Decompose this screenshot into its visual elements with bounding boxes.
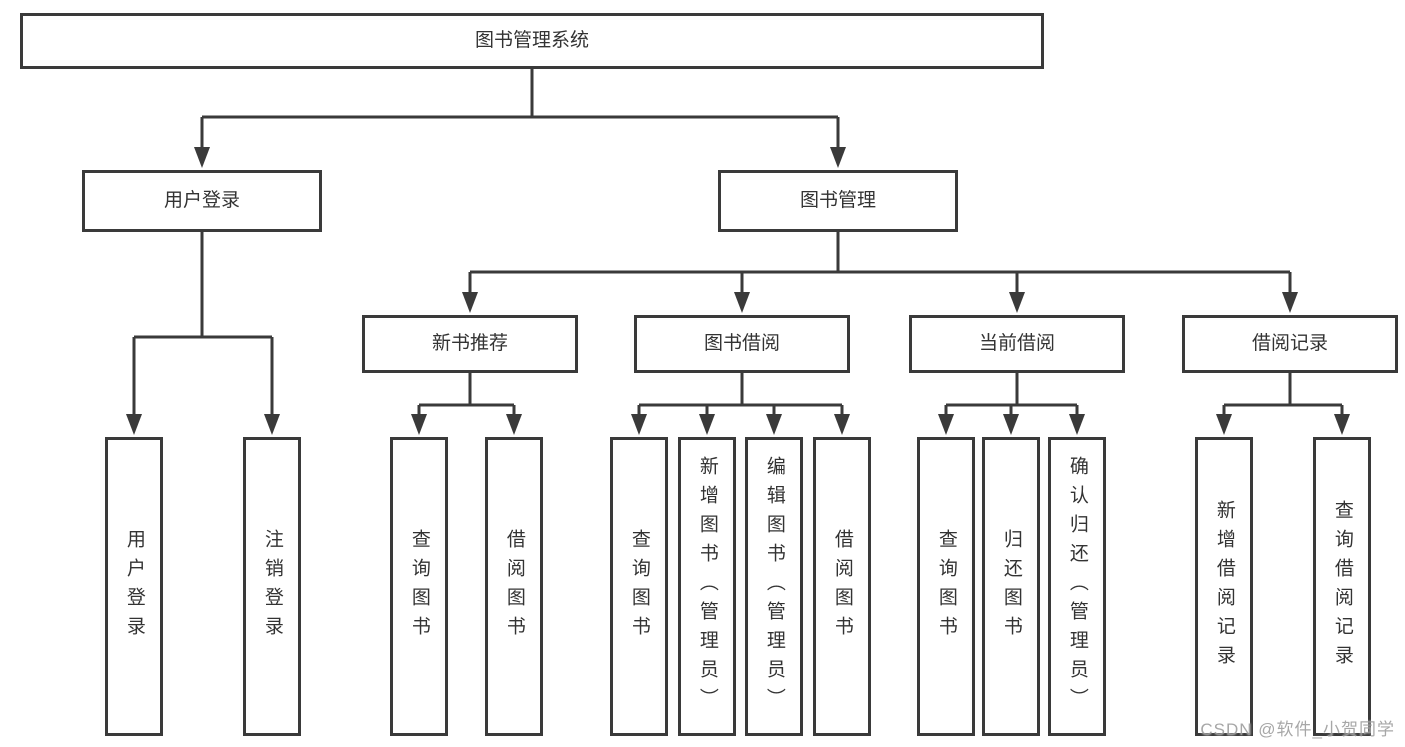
leaf-return-books: 归还图书 — [982, 437, 1040, 736]
leaf-query-books-current: 查询图书 — [917, 437, 975, 736]
connector-new-book-branch — [411, 373, 522, 435]
leaf-add-borrow-record: 新增借阅记录 — [1195, 437, 1253, 736]
node-book-borrowing: 图书借阅 — [634, 315, 850, 373]
arrowhead-icon — [264, 414, 280, 435]
arrowhead-icon — [834, 414, 850, 435]
leaf-borrow-books: 借阅图书 — [813, 437, 871, 736]
arrowhead-icon — [411, 414, 427, 435]
arrowhead-icon — [938, 414, 954, 435]
node-borrow-records: 借阅记录 — [1182, 315, 1398, 373]
node-current-borrowing: 当前借阅 — [909, 315, 1125, 373]
connector-borrow-records-branch — [1216, 373, 1350, 435]
connector-book-management-branch — [462, 232, 1298, 313]
node-new-book-recommend: 新书推荐 — [362, 315, 578, 373]
leaf-logout: 注销登录 — [243, 437, 301, 736]
arrowhead-icon — [631, 414, 647, 435]
connector-root-branch — [194, 69, 846, 168]
arrowhead-icon — [1009, 292, 1025, 313]
node-root: 图书管理系统 — [20, 13, 1044, 69]
leaf-add-book-admin: 新增图书（管理员） — [678, 437, 736, 736]
csdn-watermark: CSDN @软件_小贺同学 — [1200, 720, 1395, 739]
leaf-query-books-borrowing: 查询图书 — [610, 437, 668, 736]
leaf-user-login: 用户登录 — [105, 437, 163, 736]
leaf-query-borrow-record: 查询借阅记录 — [1313, 437, 1371, 736]
leaf-borrow-books-recommend: 借阅图书 — [485, 437, 543, 736]
node-user-login: 用户登录 — [82, 170, 322, 232]
arrowhead-icon — [830, 147, 846, 168]
arrowhead-icon — [462, 292, 478, 313]
arrowhead-icon — [194, 147, 210, 168]
leaf-query-books-recommend: 查询图书 — [390, 437, 448, 736]
leaf-confirm-return-admin: 确认归还（管理员） — [1048, 437, 1106, 736]
arrowhead-icon — [734, 292, 750, 313]
connector-current-borrowing-branch — [938, 373, 1085, 435]
arrowhead-icon — [1003, 414, 1019, 435]
arrowhead-icon — [1069, 414, 1085, 435]
arrowhead-icon — [506, 414, 522, 435]
connector-book-borrowing-branch — [631, 373, 850, 435]
arrowhead-icon — [126, 414, 142, 435]
arrowhead-icon — [699, 414, 715, 435]
arrowhead-icon — [1334, 414, 1350, 435]
node-book-management: 图书管理 — [718, 170, 958, 232]
arrowhead-icon — [1282, 292, 1298, 313]
arrowhead-icon — [766, 414, 782, 435]
arrowhead-icon — [1216, 414, 1232, 435]
connector-user-login-branch — [126, 232, 280, 435]
leaf-edit-book-admin: 编辑图书（管理员） — [745, 437, 803, 736]
